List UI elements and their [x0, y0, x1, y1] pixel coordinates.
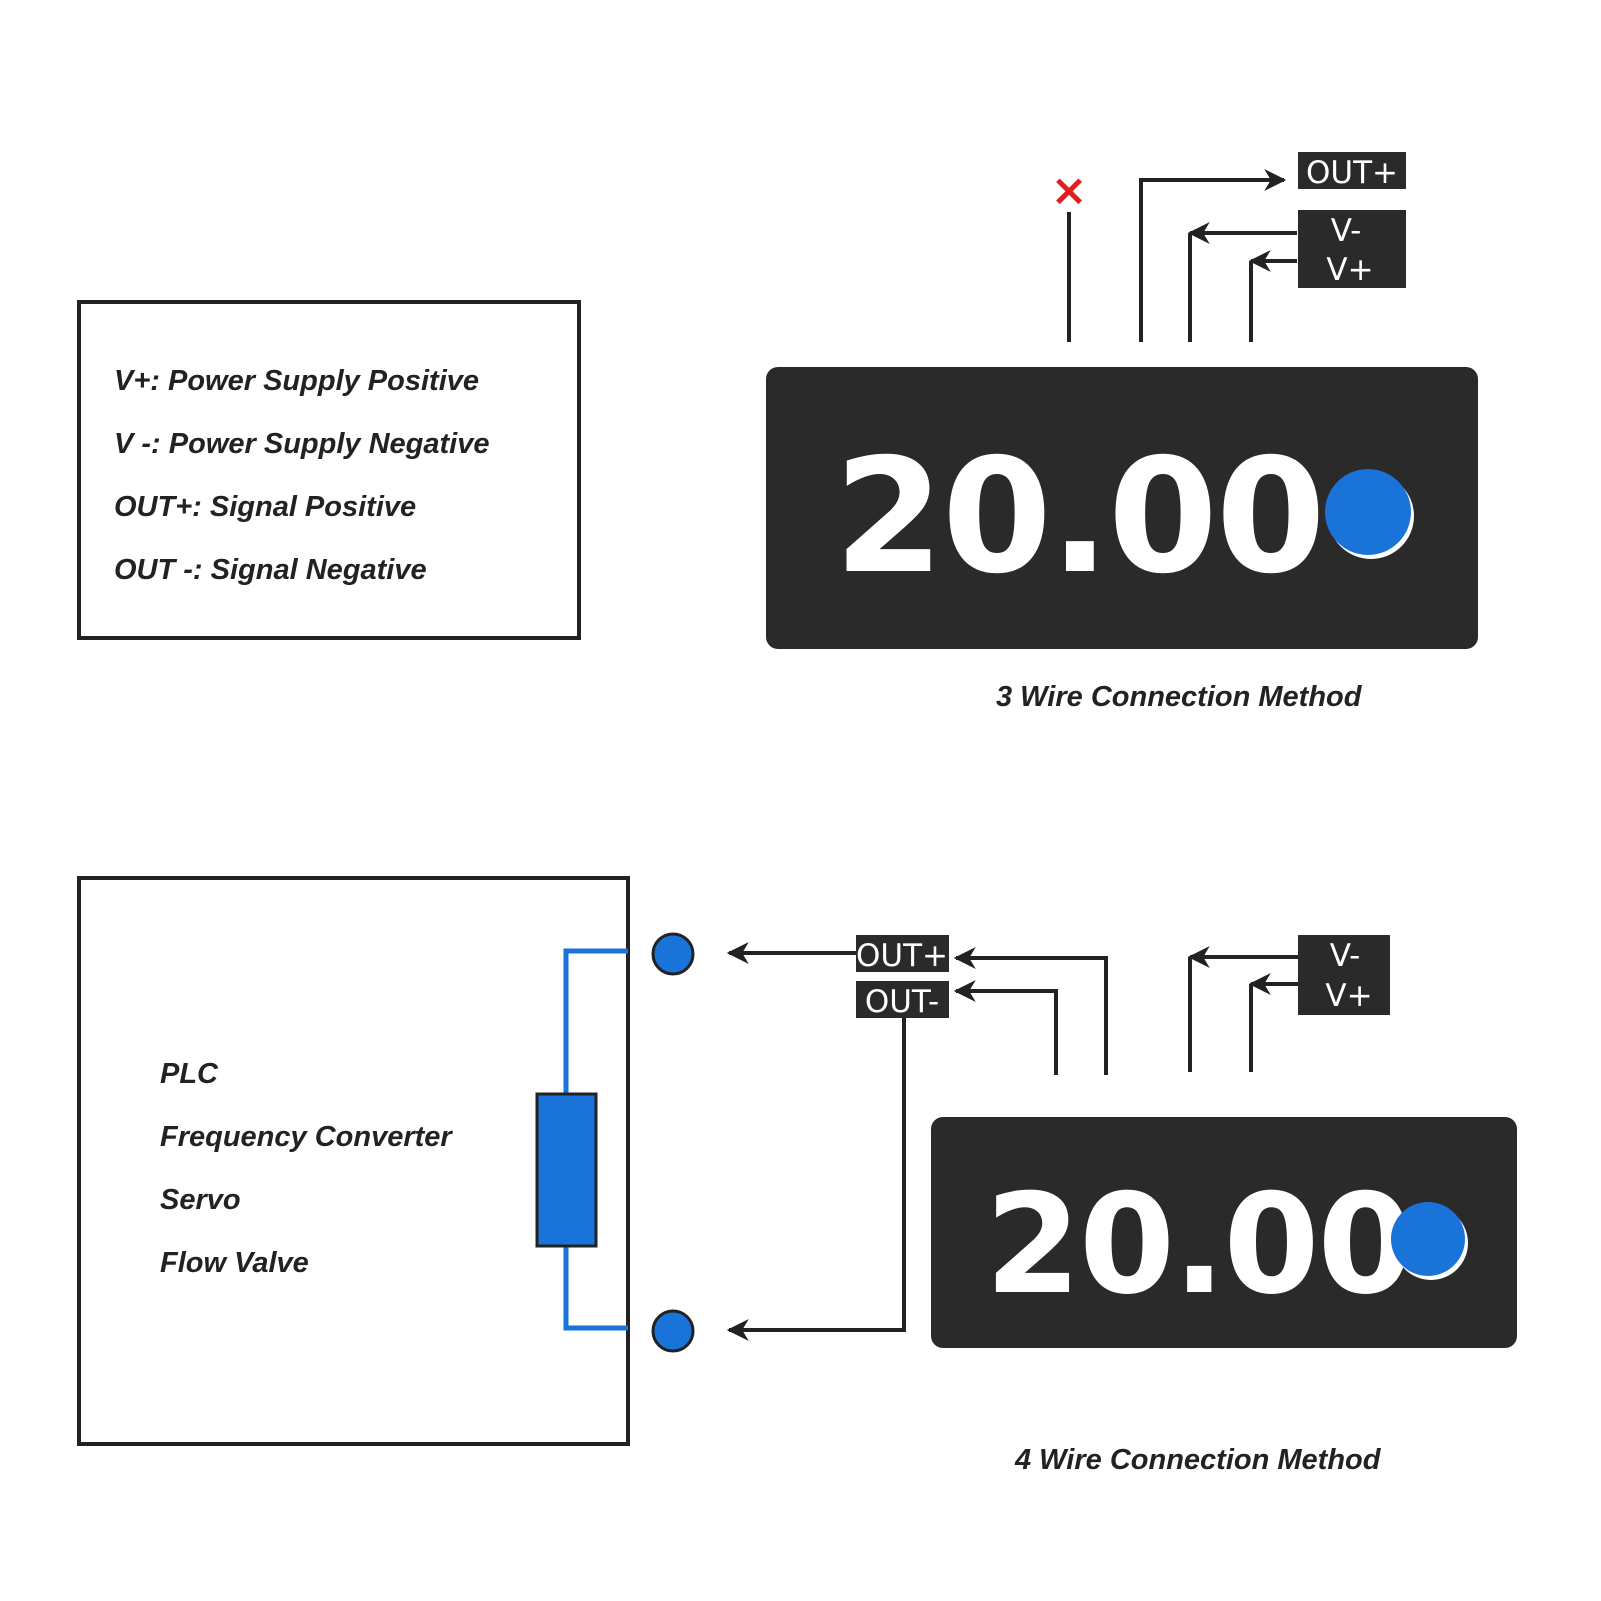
indicator-led-4wire — [1391, 1202, 1465, 1276]
out-minus-wire-4wire — [953, 980, 1058, 1075]
legend-item-v-minus: V -: Power Supply Negative — [114, 428, 489, 460]
caption-4wire: 4 Wire Connection Method — [1014, 1444, 1382, 1476]
load-resistor-icon — [535, 1092, 598, 1248]
device-item-servo: Servo — [160, 1184, 241, 1216]
display-value-3wire: 20.00 — [834, 425, 1324, 609]
tag-power-4wire-bg — [1298, 935, 1390, 1015]
legend-item-out-plus: OUT+: Signal Positive — [114, 491, 416, 523]
device-item-plc: PLC — [160, 1058, 219, 1090]
tag-out-plus-4wire-bg — [856, 935, 949, 972]
three-wire-diagram: × OUT+ V- V+ 20.00 3 Wire Connection Met… — [766, 152, 1478, 713]
caption-3wire: 3 Wire Connection Method — [996, 681, 1363, 713]
tag-out-minus-4wire: OUT- — [865, 984, 939, 1020]
legend-item-out-minus: OUT -: Signal Negative — [114, 554, 427, 586]
tag-v-plus: V+ — [1326, 252, 1373, 288]
legend-item-v-plus: V+: Power Supply Positive — [114, 365, 479, 397]
tag-power-bg — [1298, 210, 1406, 288]
tag-out-plus-bg — [1298, 152, 1406, 189]
out-plus-wire-4wire — [953, 947, 1108, 1075]
device-item-frequency-converter: Frequency Converter — [160, 1121, 453, 1153]
indicator-led-3wire — [1325, 469, 1411, 555]
tag-out-minus-4wire-bg — [856, 981, 949, 1018]
legend-box: V+: Power Supply Positive V -: Power Sup… — [77, 300, 581, 640]
display-panel-3wire — [766, 367, 1478, 649]
display-panel-4wire — [931, 1117, 1517, 1348]
terminal-top — [651, 932, 695, 976]
load-wire-bottom — [563, 1246, 628, 1331]
terminal-bottom — [651, 1309, 695, 1353]
tag-v-minus-4wire: V- — [1330, 938, 1361, 974]
tag-out-plus: OUT+ — [1306, 155, 1398, 191]
display-value-4wire: 20.00 — [985, 1164, 1412, 1325]
device-item-flow-valve: Flow Valve — [160, 1247, 309, 1279]
out-minus-to-terminal — [726, 1010, 906, 1341]
tag-out-plus-4wire: OUT+ — [856, 938, 948, 974]
load-wire-top — [563, 948, 628, 1094]
tag-v-plus-4wire: V+ — [1325, 978, 1372, 1014]
tag-v-minus: V- — [1331, 213, 1362, 249]
out-plus-wire — [1139, 169, 1287, 342]
unused-cross-icon: × — [1051, 165, 1088, 216]
four-wire-diagram: PLC Frequency Converter Servo Flow Valve… — [77, 876, 1517, 1476]
